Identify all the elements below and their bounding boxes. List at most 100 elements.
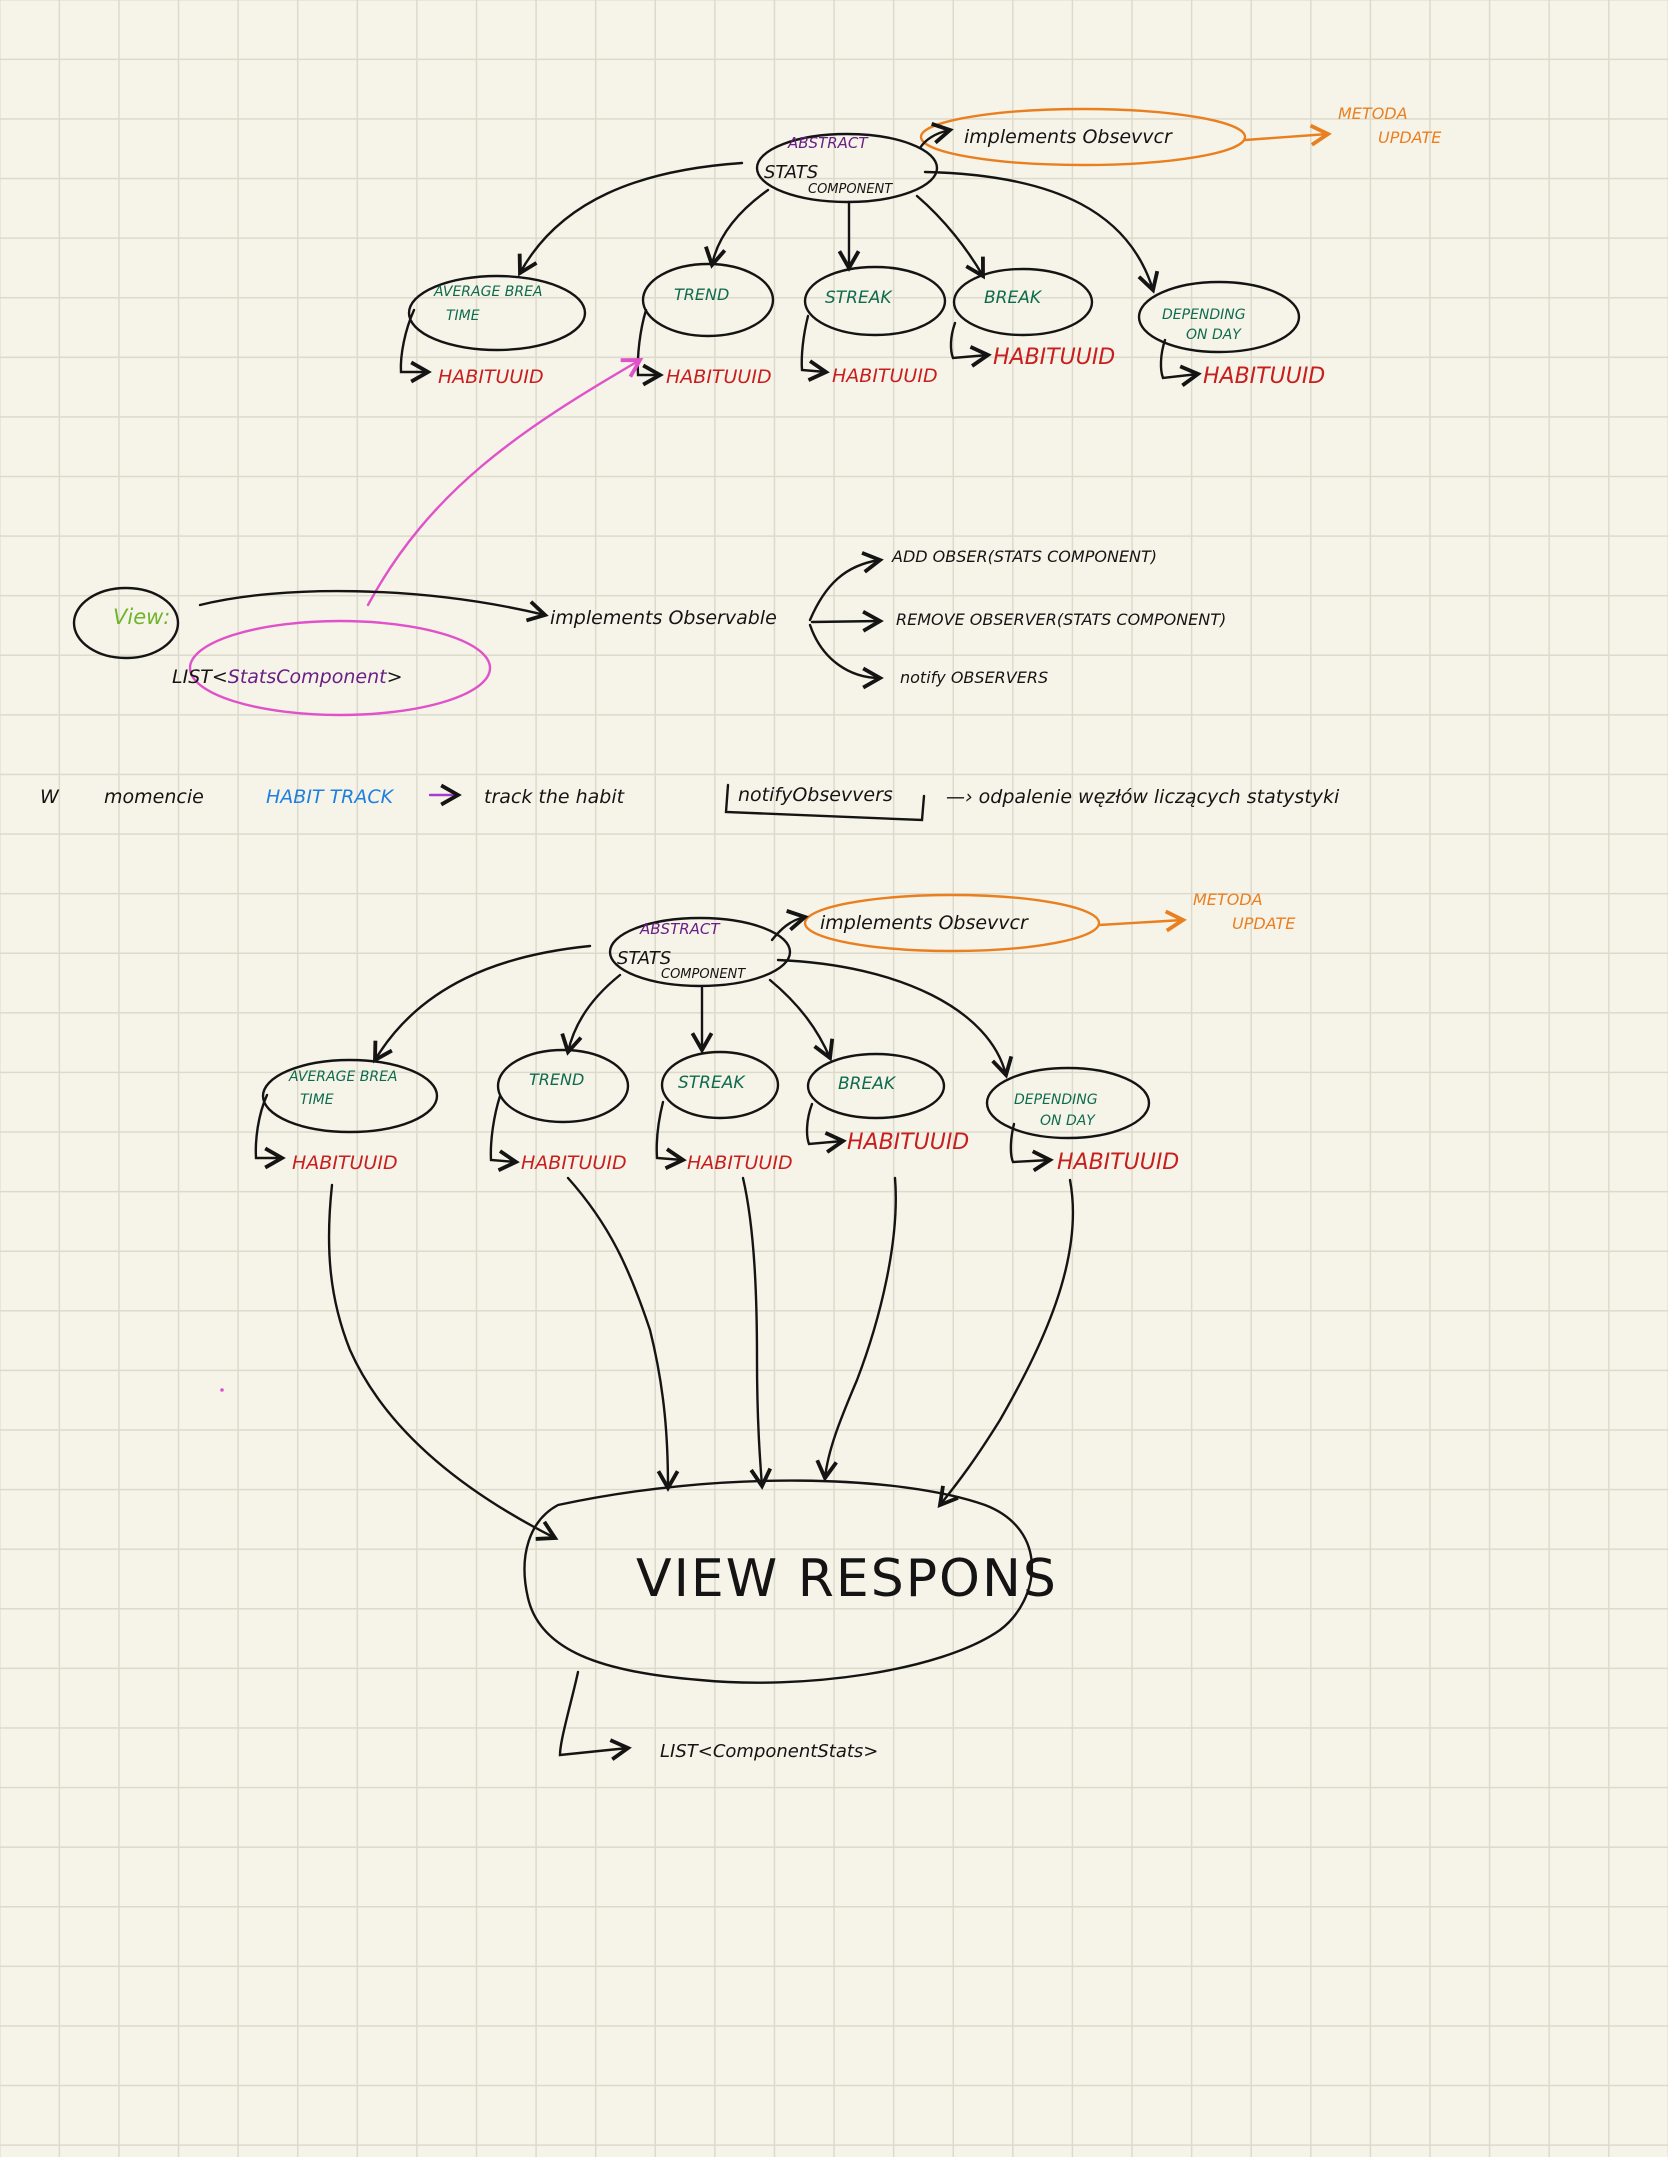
- average-ellipse-1: [407, 274, 587, 352]
- list-component-arrow: [558, 1670, 632, 1761]
- implements-observable: implements Observable: [550, 607, 777, 629]
- view-to-observable-arrow: [198, 589, 549, 623]
- to-metoda-arrow-1: [1243, 123, 1332, 147]
- node-break-2: BREAK: [838, 1074, 895, 1094]
- implements-observer-1: implements Obsevvcr: [964, 126, 1172, 148]
- branch-trend-1: [704, 188, 770, 269]
- habituuid-break-1: HABITUUID: [993, 345, 1116, 370]
- to-metoda-arrow-2: [1097, 909, 1187, 933]
- node-average-line1-2: AVERAGE BREA: [289, 1069, 398, 1085]
- sentence-rest: —› odpalenie węzłów liczących statystyki: [946, 786, 1340, 808]
- abstract-label-1: ABSTRACT: [788, 134, 868, 152]
- depending-ellipse-2: [985, 1066, 1151, 1140]
- average-ellipse-2: [261, 1058, 439, 1134]
- branch-trend-2: [560, 973, 622, 1056]
- habituuid-average-2: HABITUUID: [292, 1152, 398, 1174]
- node-trend-2: TREND: [529, 1070, 585, 1089]
- flow-break-to-view: [815, 1176, 897, 1482]
- diagram2-shapes: [254, 893, 1187, 1761]
- branch-average-1: [517, 161, 744, 277]
- view-ellipse: [72, 586, 180, 660]
- add-observer-method: ADD OBSER(STATS COMPONENT): [892, 547, 1157, 566]
- uuid-hook-break-1: [949, 321, 992, 368]
- fork-remove: [810, 609, 884, 633]
- uuid-hook-depending-1: [1159, 338, 1202, 387]
- to-observer-arrow-1: [918, 122, 954, 150]
- flow-average-to-view: [327, 1183, 559, 1541]
- flow-trend-to-view: [566, 1176, 680, 1492]
- branch-depending-2: [776, 958, 1014, 1079]
- view-respons-label: VIEW RESPONS: [636, 1549, 1058, 1609]
- component-label-1: COMPONENT: [808, 182, 893, 197]
- node-depending-line1-2: DEPENDING: [1014, 1092, 1098, 1108]
- uuid-hook-break-2: [805, 1102, 847, 1154]
- uuid-hook-trend-1: [636, 308, 664, 387]
- habituuid-break-2: HABITUUID: [847, 1130, 970, 1155]
- node-depending-line1-1: DEPENDING: [1162, 307, 1246, 323]
- list-stats-component: LIST<StatsComponent>: [172, 668, 403, 687]
- habituuid-trend-1: HABITUUID: [666, 366, 772, 388]
- observer-ellipse-1: [919, 107, 1247, 167]
- node-depending-line2-1: ON DAY: [1186, 327, 1241, 343]
- component-label-2: COMPONENT: [661, 967, 746, 982]
- sentence-shapes: [428, 783, 926, 822]
- fork-add: [808, 551, 884, 622]
- update-1: UPDATE: [1378, 128, 1442, 147]
- streak-ellipse-2: [660, 1050, 780, 1120]
- branch-break-2: [768, 978, 835, 1062]
- metoda-1: METODA: [1338, 104, 1408, 123]
- sentence-w: W: [40, 786, 59, 808]
- habituuid-depending-1: HABITUUID: [1203, 364, 1326, 389]
- stats-label-2: STATS: [617, 948, 672, 969]
- sentence-track-the-habit: track the habit: [484, 786, 625, 808]
- uuid-hook-depending-2: [1009, 1122, 1054, 1173]
- fork-notify: [808, 623, 884, 690]
- list-suffix: >: [386, 666, 403, 688]
- uuid-hook-average-2: [254, 1093, 286, 1170]
- sentence-habit-track: HABIT TRACK: [266, 786, 394, 808]
- flow-streak-to-view: [741, 1176, 773, 1490]
- notify-observers-method: notify OBSERVERS: [900, 668, 1049, 687]
- node-average-line1-1: AVERAGE BREA: [434, 284, 543, 300]
- diagram1-shapes: [399, 107, 1332, 387]
- abstract-stats-ellipse-1: [755, 132, 939, 204]
- habituuid-streak-1: HABITUUID: [832, 365, 938, 387]
- list-component-stats-label: LIST<ComponentStats>: [660, 1741, 879, 1762]
- break-ellipse-1: [952, 267, 1094, 337]
- uuid-hook-streak-2: [655, 1100, 687, 1171]
- abstract-label-2: ABSTRACT: [640, 920, 720, 938]
- pink-link-arrow: [366, 358, 644, 607]
- notify-bracket: [724, 783, 926, 822]
- node-streak-1: STREAK: [825, 288, 892, 308]
- branch-average-2: [373, 944, 592, 1064]
- list-prefix: LIST<: [172, 666, 228, 688]
- break-ellipse-2: [806, 1052, 946, 1120]
- node-trend-1: TREND: [674, 285, 730, 304]
- list-type: StatsComponent: [227, 666, 387, 688]
- remove-observer-method: REMOVE OBSERVER(STATS COMPONENT): [896, 610, 1227, 629]
- habituuid-average-1: HABITUUID: [438, 366, 544, 388]
- uuid-hook-streak-1: [800, 314, 830, 382]
- stats-label-1: STATS: [764, 162, 819, 183]
- depending-ellipse-1: [1137, 280, 1301, 354]
- flow-depending-to-view: [937, 1178, 1075, 1509]
- stray-dot: [220, 1388, 224, 1392]
- view-section-shapes: [72, 358, 884, 717]
- branch-break-1: [915, 194, 985, 280]
- implements-observer-2: implements Obsevvcr: [820, 912, 1028, 934]
- branch-depending-1: [923, 170, 1160, 294]
- habituuid-streak-2: HABITUUID: [687, 1152, 793, 1174]
- sentence-momencie: momencie: [104, 786, 204, 808]
- node-average-line2-1: TIME: [446, 308, 480, 324]
- streak-ellipse-1: [803, 265, 947, 337]
- habituuid-depending-2: HABITUUID: [1057, 1150, 1180, 1175]
- metoda-2: METODA: [1193, 890, 1263, 909]
- view-respons-ellipse: [523, 1479, 1034, 1684]
- update-2: UPDATE: [1232, 914, 1296, 933]
- node-break-1: BREAK: [984, 288, 1041, 308]
- sentence-notify: notifyObsevvers: [738, 784, 893, 806]
- to-observer-arrow-2: [770, 909, 809, 942]
- view-label: View:: [113, 605, 171, 629]
- habituuid-trend-2: HABITUUID: [521, 1152, 627, 1174]
